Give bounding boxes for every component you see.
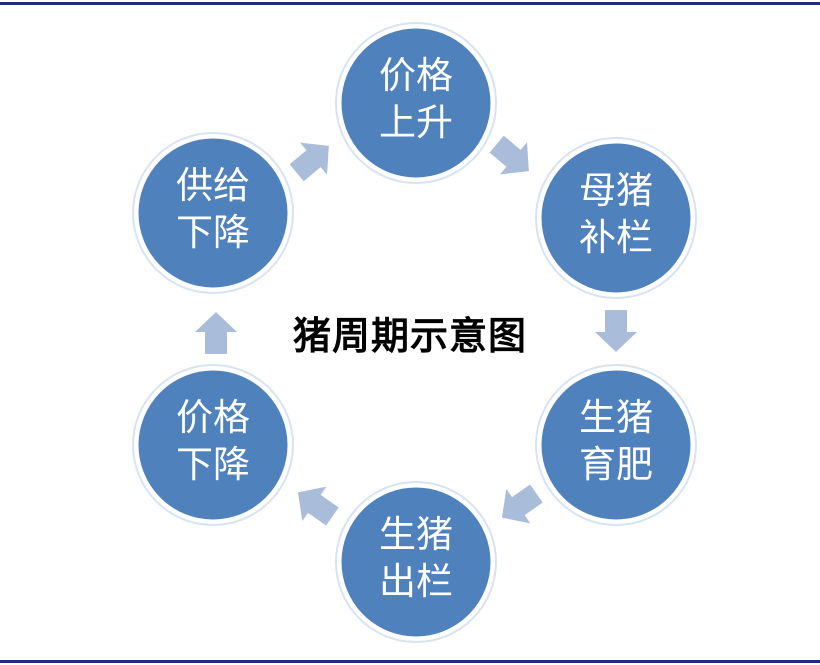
arrow-4 [297,486,339,526]
node-hog-slaughter: 生猪 出栏 [335,481,497,643]
node-hog-slaughter-line2: 出栏 [379,560,453,603]
node-sow-restock-line2: 补栏 [579,216,653,259]
node-price-fall: 价格 下降 [132,364,294,526]
arrow-6 [289,142,329,182]
diagram-title: 猪周期示意图 [292,314,527,358]
arrow-2 [595,310,637,352]
node-hog-slaughter-line1: 生猪 [379,513,453,556]
node-hog-fattening: 生猪 育肥 [535,364,697,526]
arrow-3 [501,484,543,524]
top-rule [0,2,820,5]
bottom-rule [0,660,820,663]
node-sow-restock: 母猪 补栏 [535,137,697,299]
node-price-rise: 价格 上升 [335,22,497,184]
node-supply-fall: 供给 下降 [132,132,294,294]
node-sow-restock-line1: 母猪 [579,169,653,212]
arrow-5 [195,312,237,354]
arrow-1 [489,135,529,175]
node-supply-fall-line1: 供给 [176,164,250,207]
node-price-fall-line2: 下降 [176,443,250,486]
node-hog-fattening-line2: 育肥 [579,443,653,486]
node-supply-fall-line2: 下降 [176,211,250,254]
node-price-fall-line1: 价格 [176,396,250,439]
node-hog-fattening-line1: 生猪 [579,396,653,439]
node-price-rise-line2: 上升 [379,101,453,144]
node-price-rise-line1: 价格 [379,54,453,97]
